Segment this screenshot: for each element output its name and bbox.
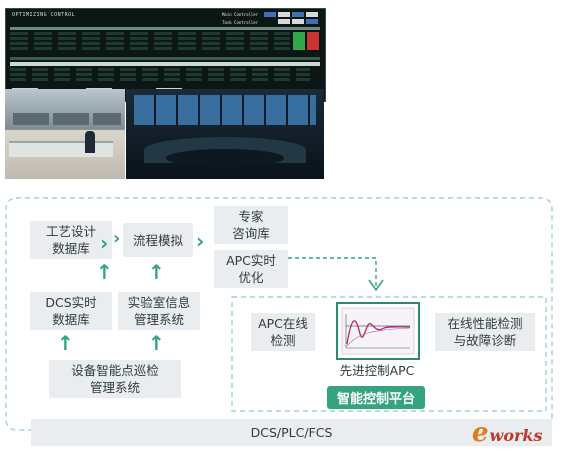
scada-mode-buttons — [264, 12, 320, 24]
node-lab-info-system: 实验室信息 管理系统 — [118, 292, 200, 330]
control-room-photo — [5, 89, 125, 179]
node-apc-realtime-opt: APC实时 优化 — [214, 250, 288, 288]
foundation-label: DCS/PLC/FCS — [250, 425, 333, 440]
logo-e: e — [472, 418, 489, 448]
apc-trend-graphic — [341, 307, 415, 355]
apc-trend-chart — [336, 302, 420, 360]
eworks-logo: e works — [472, 418, 543, 448]
platform-dashed-frame — [231, 296, 547, 412]
expert-to-platform-connector — [288, 257, 377, 286]
apc-advanced-label: 先进控制APC — [339, 363, 415, 378]
scada-task-label: Task Controller — [222, 20, 259, 25]
node-dcs-realtime-db: DCS实时 数据库 — [30, 292, 112, 330]
arrow-inspection-to-dcs: ↑ — [57, 331, 74, 355]
operator-figure — [85, 131, 95, 153]
scada-header-row — [10, 27, 320, 30]
expert-to-platform-arrowhead — [368, 279, 384, 292]
node-device-inspection: 设备智能点巡检 管理系统 — [49, 360, 181, 398]
scada-title: OPTIMIZING CONTROL — [12, 12, 76, 18]
arrow-inspection-to-lab: ↑ — [148, 331, 165, 355]
node-process-design-db: 工艺设计 数据库 — [30, 221, 112, 259]
foundation-bar: DCS/PLC/FCS — [31, 419, 552, 446]
node-apc-online-monitor: APC在线 检测 — [251, 313, 315, 351]
scada-section-row — [10, 57, 320, 60]
arrow-design-to-sim: › — [100, 231, 109, 255]
scada-screenshot: OPTIMIZING CONTROL Main Controller Task … — [5, 8, 326, 102]
arrow-lab-to-sim: ↑ — [148, 260, 165, 284]
scada-controller-label: Main Controller — [222, 12, 259, 17]
arrow-sim-to-expert: › — [196, 229, 205, 253]
scada-table-2 — [10, 68, 320, 86]
node-online-perf-diag: 在线性能检测 与故障诊断 — [435, 313, 535, 351]
arrow-design-to-sim-head: › — [113, 228, 121, 249]
smart-platform-badge: 智能控制平台 — [327, 386, 425, 409]
control-center-photo — [126, 89, 324, 179]
node-process-sim: 流程模拟 — [123, 223, 193, 257]
node-expert-db: 专家 咨询库 — [214, 206, 288, 244]
outer-dashed-frame — [5, 197, 553, 431]
logo-works: works — [489, 426, 543, 445]
scada-header-row-2 — [10, 62, 320, 66]
scada-table-1 — [10, 32, 320, 54]
